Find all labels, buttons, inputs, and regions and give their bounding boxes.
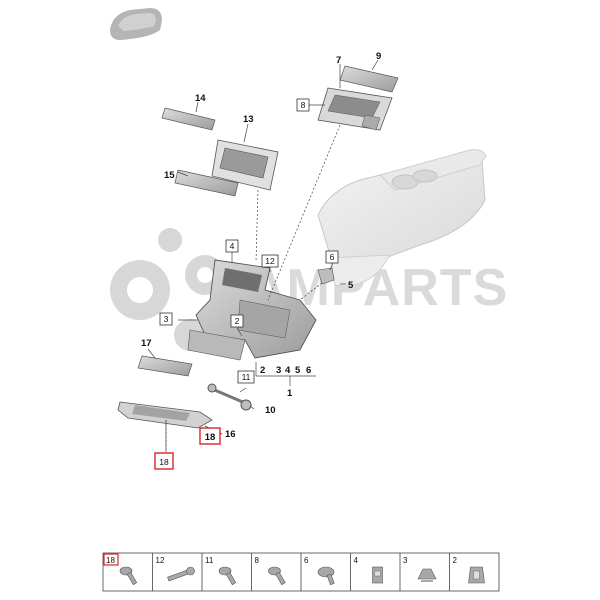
callout-6: 6 — [306, 365, 311, 376]
clip-nut-icon — [372, 566, 383, 584]
legend-cell-3: 3 — [399, 553, 437, 591]
legend-highlight-box — [103, 553, 119, 566]
boxed-ref-12: 12 — [261, 254, 279, 268]
svg-text:12: 12 — [265, 256, 275, 266]
callout-10: 10 — [265, 405, 276, 416]
legend-ref-label: 2 — [453, 556, 458, 565]
boxed-ref-2: 2 — [230, 314, 244, 328]
svg-text:8: 8 — [301, 100, 306, 110]
callout-14: 14 — [195, 93, 206, 104]
legend-cell-18: 18 — [103, 553, 138, 586]
screw-icon — [119, 566, 138, 586]
part-5-bracket[interactable] — [317, 267, 335, 285]
callout-2: 2 — [260, 365, 265, 376]
legend-ref-label: 8 — [255, 556, 260, 565]
part-1-console-carrier[interactable] — [187, 259, 317, 361]
callout-7: 7 — [336, 55, 341, 66]
fastener-legend: 18 12 11 8 6 4 3 2 — [102, 552, 500, 592]
part-7-air-vent[interactable] — [317, 87, 393, 131]
boxed-ref-6: 6 — [325, 250, 339, 264]
callout-16: 16 — [225, 429, 236, 440]
callout-4: 4 — [285, 365, 291, 376]
part-9-vent-trim[interactable] — [339, 65, 399, 93]
legend-ref-label: 3 — [403, 556, 408, 565]
callout-17: 17 — [141, 338, 152, 349]
legend-ref-label: 12 — [156, 556, 165, 565]
svg-text:6: 6 — [330, 252, 335, 262]
boxed-ref-8: 8 — [296, 98, 310, 112]
legend-ref-label: 11 — [205, 556, 214, 565]
bolt-icon — [218, 566, 237, 586]
retaining-clip-icon — [468, 566, 485, 584]
legend-cell-11: 11 — [201, 553, 237, 591]
center-console-ghost — [317, 149, 487, 287]
callout-9: 9 — [376, 51, 381, 62]
legend-cell-6: 6 — [300, 553, 335, 591]
svg-text:2: 2 — [235, 316, 240, 326]
boxed-ref-18-highlight: 18 — [199, 427, 221, 445]
part-16-lower-tray[interactable] — [117, 401, 213, 429]
boxed-ref-18-highlight-2: 18 — [154, 452, 174, 470]
part-17-cover-plate[interactable] — [137, 355, 193, 377]
svg-text:18: 18 — [159, 457, 169, 467]
spring-clip-icon — [417, 568, 437, 582]
screw-icon — [268, 566, 286, 586]
legend-ref-label: 4 — [354, 556, 359, 565]
boxed-ref-11: 11 — [237, 370, 255, 384]
legend-cell-8: 8 — [251, 553, 286, 591]
flange-screw-icon — [317, 566, 335, 586]
boxed-references: 8 4 12 6 3 2 11 18 18 — [154, 98, 339, 470]
legend-cell-2: 2 — [449, 553, 485, 591]
callout-5: 5 — [348, 280, 354, 291]
dashed-leader-lines — [165, 124, 341, 452]
legend-ref-label: 6 — [304, 556, 309, 565]
svg-text:11: 11 — [242, 372, 251, 382]
boxed-ref-3: 3 — [159, 312, 173, 326]
part-15-cover[interactable] — [174, 169, 239, 197]
callout-13: 13 — [243, 114, 254, 125]
boxed-ref-4: 4 — [225, 239, 239, 253]
part-13-switch-panel[interactable] — [211, 139, 279, 191]
svg-text:4: 4 — [230, 241, 235, 251]
vehicle-thumbnail — [110, 8, 162, 40]
legend-cell-12: 12 — [152, 553, 195, 591]
svg-text:18: 18 — [205, 432, 216, 443]
callout-5b: 5 — [295, 365, 301, 376]
part-14-trim-strip[interactable] — [161, 107, 216, 131]
part-10-cable-guide[interactable] — [207, 383, 252, 411]
group-callout: 2 3 4 5 6 1 — [260, 365, 311, 399]
legend-cell-4: 4 — [350, 553, 383, 591]
callout-3: 3 — [276, 365, 281, 376]
legend-ref-label: 18 — [106, 556, 115, 565]
callout-15: 15 — [164, 170, 175, 181]
svg-text:3: 3 — [164, 314, 169, 324]
callout-labels: 14 13 15 7 9 5 17 10 16 2 3 4 5 6 1 — [141, 51, 381, 440]
long-bolt-icon — [167, 566, 195, 582]
callout-1: 1 — [287, 388, 293, 399]
